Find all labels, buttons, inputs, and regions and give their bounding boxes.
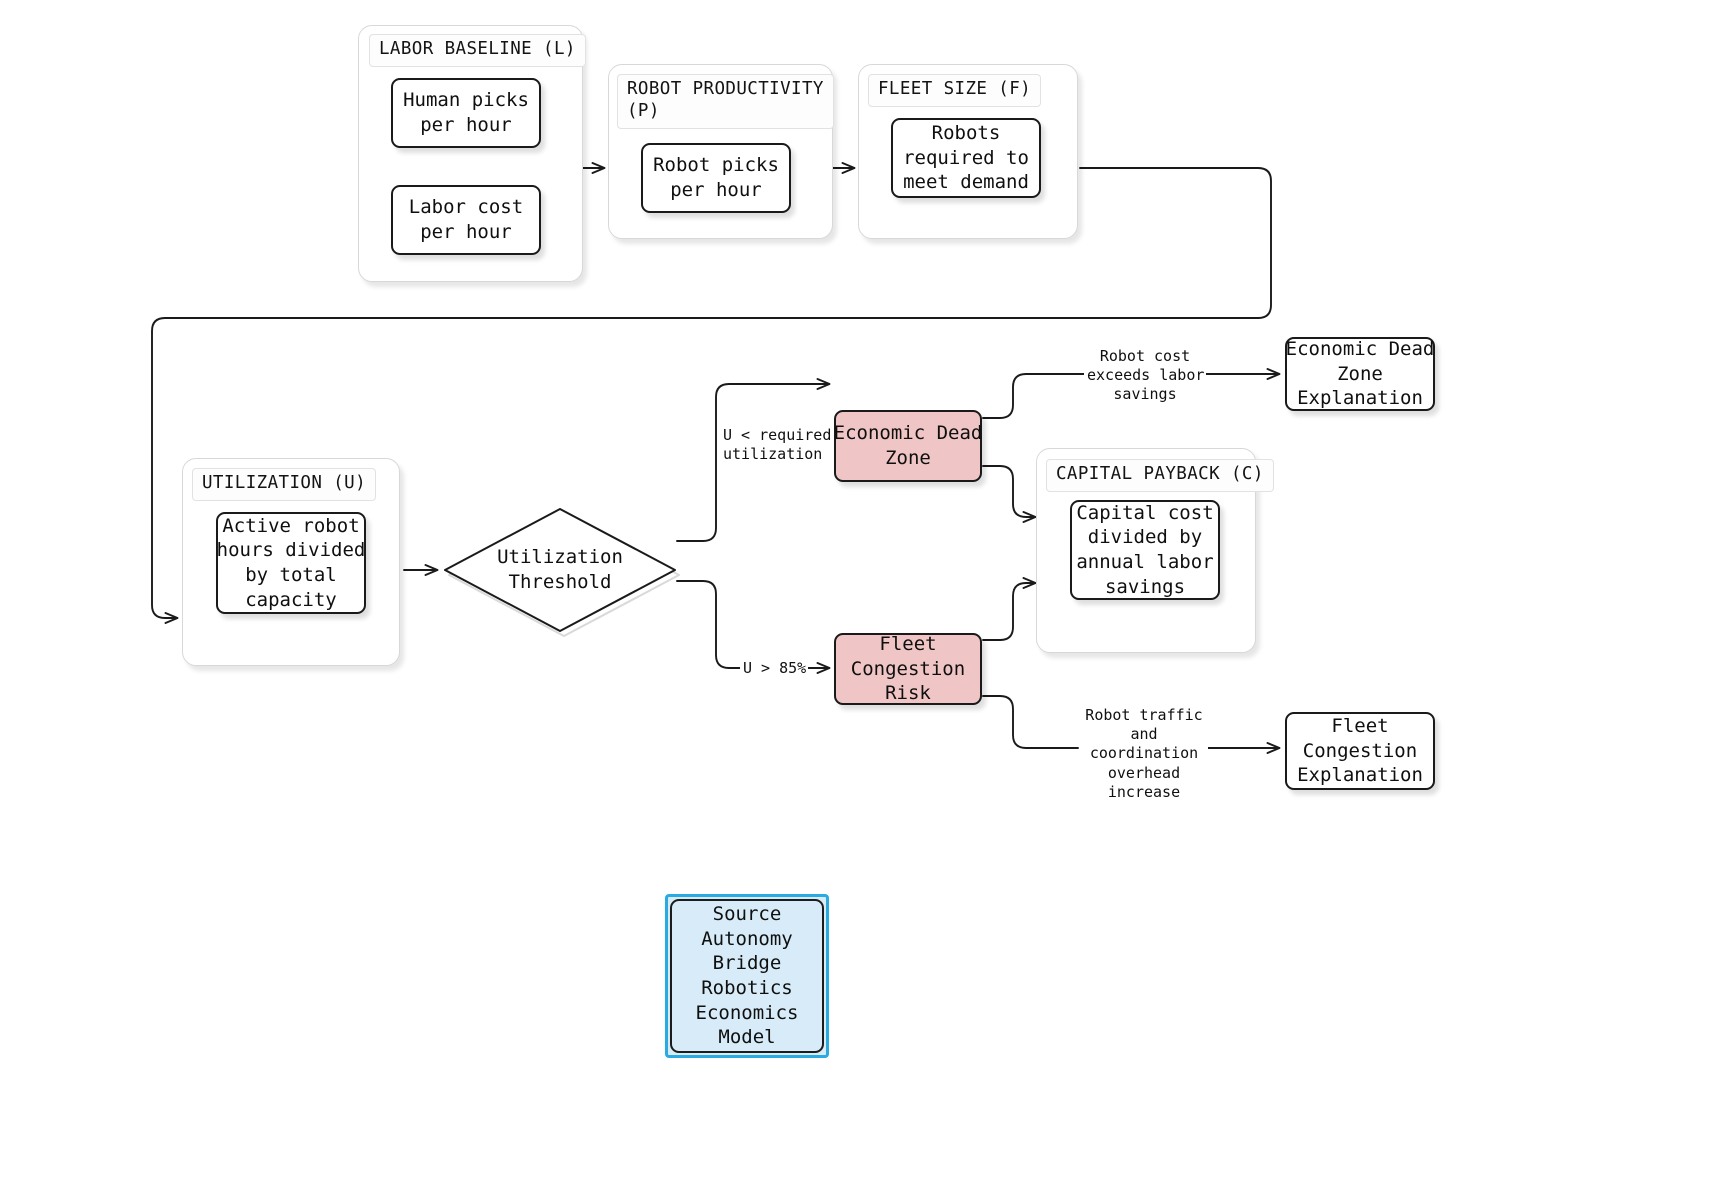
node-active-robot-hours[interactable]: Active robot hours divided by total capa… <box>216 512 366 614</box>
node-utilization-threshold[interactable]: Utilization Threshold <box>441 505 680 637</box>
node-fleet-congestion-explanation[interactable]: Fleet Congestion Explanation <box>1285 712 1435 790</box>
cluster-label-robot-productivity: ROBOT PRODUCTIVITY (P) <box>617 74 834 129</box>
edge-label-robot-traffic-overhead: Robot traffic and coordination overhead … <box>1080 706 1208 802</box>
node-fleet-congestion-risk[interactable]: Fleet Congestion Risk <box>834 633 982 705</box>
edge-dead-zone-to-capital <box>982 465 1037 523</box>
cluster-label-capital-payback: CAPITAL PAYBACK (C) <box>1046 459 1274 492</box>
edge-congestion-to-capital <box>982 577 1037 641</box>
node-utilization-threshold-label: Utilization Threshold <box>497 546 623 593</box>
edge-label-over-85: U > 85% <box>740 659 808 679</box>
edge-threshold-to-congestion <box>676 580 831 674</box>
node-economic-dead-zone-explanation[interactable]: Economic Dead Zone Explanation <box>1285 337 1435 411</box>
cluster-label-fleet-size: FLEET SIZE (F) <box>868 74 1042 107</box>
edge-label-robot-cost-exceeds: Robot cost exceeds labor savings <box>1084 347 1206 405</box>
node-source[interactable]: Source Autonomy Bridge Robotics Economic… <box>670 899 824 1053</box>
cluster-label-utilization: UTILIZATION (U) <box>192 468 377 501</box>
node-robot-picks[interactable]: Robot picks per hour <box>641 143 791 213</box>
node-economic-dead-zone[interactable]: Economic Dead Zone <box>834 410 982 482</box>
node-capital-cost[interactable]: Capital cost divided by annual labor sav… <box>1070 500 1220 600</box>
node-labor-cost[interactable]: Labor cost per hour <box>391 185 541 255</box>
cluster-label-labor-baseline: LABOR BASELINE (L) <box>369 34 586 67</box>
edge-label-under-utilization: U < required utilization <box>720 426 831 465</box>
node-human-picks[interactable]: Human picks per hour <box>391 78 541 148</box>
node-robots-required[interactable]: Robots required to meet demand <box>891 118 1041 198</box>
